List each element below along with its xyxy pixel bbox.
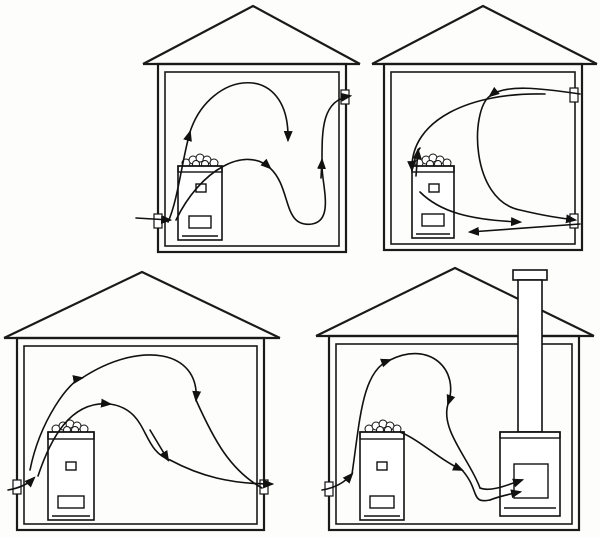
house-2-outflow-arrow — [467, 223, 581, 236]
house-3-flow-top-arc — [81, 354, 202, 403]
house-1-flow-exit-arrow — [321, 92, 353, 161]
house-4-inflow-arrow — [321, 472, 354, 491]
house-1-heater-stove — [177, 153, 223, 241]
house-3-walls — [15, 336, 266, 532]
house-2-inflow-arrow — [488, 86, 581, 98]
house-3-flow-inner-curve — [37, 398, 113, 477]
house-1-roof — [142, 4, 361, 65]
house-2-walls — [382, 62, 584, 252]
house-1-flow-heater-arrow — [175, 158, 272, 221]
house-1-flow-down-arrow — [269, 159, 327, 225]
house-4-chimney — [512, 269, 548, 433]
house-3-outflow-arrow — [169, 459, 275, 489]
house-1-inflow-arrow — [135, 215, 173, 224]
house-2-heater-stove — [411, 153, 455, 239]
house-3-heater-stove — [47, 419, 95, 521]
house-2-roof — [371, 4, 598, 65]
house-1-inlet-vent — [153, 213, 163, 229]
house-4-flow-firebox-arrow — [479, 478, 525, 491]
house-1-flow-up-arrow — [167, 129, 192, 223]
house-4-flow-up-arrow — [351, 358, 393, 475]
house-4-heater-stove — [359, 419, 405, 521]
house-1-flow-loop-arrow — [189, 81, 293, 143]
house-3-flow-outer-curve — [29, 375, 85, 471]
house-2-inlet-vent — [569, 87, 579, 103]
house-4-firebox-stove — [499, 431, 561, 517]
house-4 — [315, 266, 595, 532]
house-1 — [135, 4, 361, 254]
house-3-roof — [3, 270, 281, 339]
house-4-flow-heater-arrow — [399, 431, 465, 471]
house-2-flow-bottom-arrow — [419, 191, 523, 227]
house-3-inflow-arrow — [7, 476, 36, 491]
house-2-outlet-vent — [569, 213, 579, 229]
house-2 — [371, 4, 598, 252]
house-3 — [3, 270, 281, 532]
house-4-flow-top-arc — [389, 352, 456, 407]
house-4-walls — [327, 334, 581, 532]
house-2-flow-inner-curve — [476, 95, 578, 224]
house-1-walls — [156, 62, 348, 254]
house-4-roof — [315, 266, 595, 337]
